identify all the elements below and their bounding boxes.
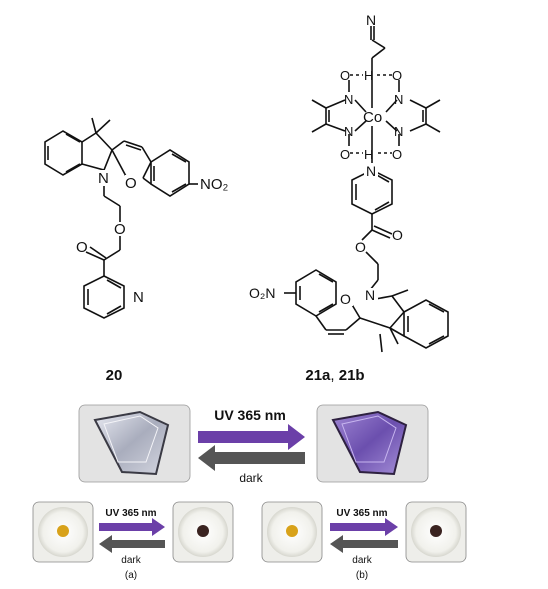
cobalt-atom: Co bbox=[363, 109, 382, 126]
atom-h: H bbox=[364, 147, 373, 162]
atom-o: O bbox=[392, 68, 402, 83]
uv-arrow-a: UV 365 nm bbox=[99, 508, 165, 536]
dark-arrow-top: dark bbox=[198, 445, 305, 485]
molecule-21-atoms: N O H O N N Co N N O H O N O O N O O₂N bbox=[249, 12, 403, 307]
atom-n: N bbox=[394, 124, 403, 139]
atom-n: N bbox=[366, 163, 376, 179]
dark-label-top: dark bbox=[239, 471, 263, 485]
dark-label-a: dark bbox=[121, 555, 141, 566]
nitro-group: O₂N bbox=[249, 285, 275, 301]
panel-label-b: (b) bbox=[356, 570, 368, 581]
atom-o: O bbox=[125, 175, 137, 192]
atom-o: O bbox=[392, 147, 402, 162]
atom-h: H bbox=[364, 68, 373, 83]
uv-label-a: UV 365 nm bbox=[105, 508, 156, 519]
uv-label-b: UV 365 nm bbox=[336, 508, 387, 519]
panel-label-a: (a) bbox=[125, 570, 137, 581]
atom-o: O bbox=[392, 227, 403, 243]
dark-arrow-b: dark bbox=[330, 535, 398, 566]
dark-label-b: dark bbox=[352, 555, 372, 566]
nitro-group: NO₂ bbox=[200, 176, 229, 193]
crystal-photo-before bbox=[78, 404, 191, 483]
atom-n: N bbox=[344, 92, 353, 107]
molecule-21 bbox=[284, 26, 449, 353]
atom-o: O bbox=[340, 147, 350, 162]
atom-o: O bbox=[340, 291, 351, 307]
atom-o: O bbox=[355, 239, 366, 255]
atom-n: N bbox=[98, 170, 109, 187]
dish-a-after bbox=[172, 501, 234, 563]
dish-b-after bbox=[405, 501, 467, 563]
molecule-20 bbox=[44, 117, 198, 319]
atom-o: O bbox=[114, 221, 126, 238]
molecule-20-atoms: N O NO₂ O O N bbox=[76, 170, 229, 306]
dark-arrow-a: dark bbox=[99, 535, 165, 566]
uv-arrow-b: UV 365 nm bbox=[330, 508, 398, 536]
atom-o: O bbox=[340, 68, 350, 83]
atom-n: N bbox=[366, 12, 376, 28]
dish-b-before bbox=[261, 501, 323, 563]
atom-o: O bbox=[76, 239, 88, 256]
atom-n: N bbox=[344, 124, 353, 139]
dish-a-before bbox=[32, 501, 94, 563]
atom-n: N bbox=[365, 287, 375, 303]
atom-n: N bbox=[133, 289, 144, 306]
uv-label-top: UV 365 nm bbox=[214, 407, 286, 423]
atom-n: N bbox=[394, 92, 403, 107]
crystal-photo-after bbox=[316, 404, 429, 483]
uv-arrow-top: UV 365 nm bbox=[198, 407, 305, 450]
compound-label-20: 20 bbox=[106, 367, 123, 384]
compound-label-21: 21a, 21b bbox=[305, 367, 364, 384]
